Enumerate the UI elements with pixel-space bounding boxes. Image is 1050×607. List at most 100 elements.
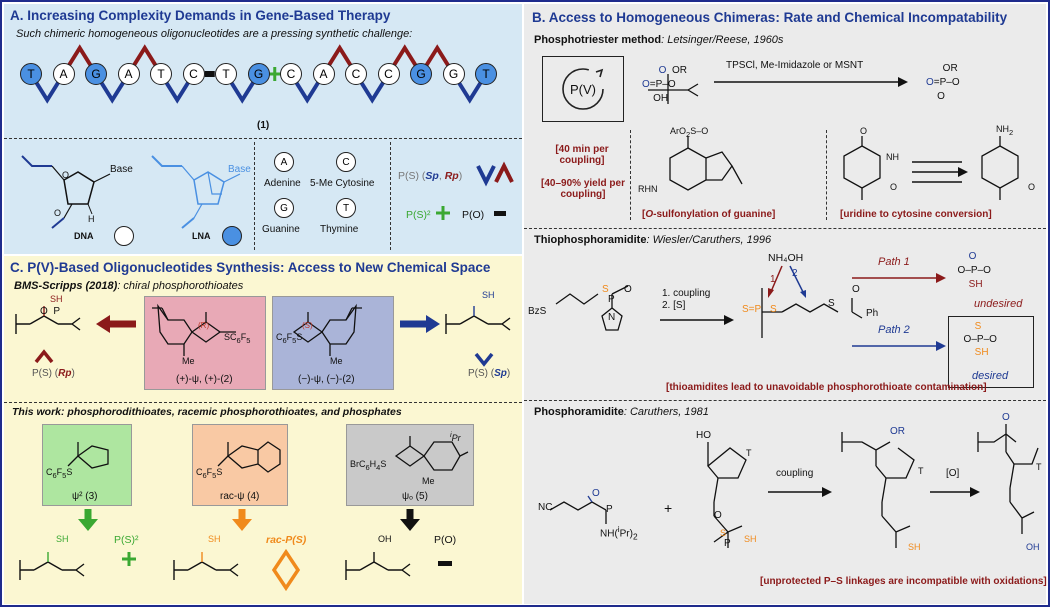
thiophos-intermediate — [761, 288, 863, 338]
psi-plus-me: Me — [182, 356, 195, 366]
rhn-label: RHN — [638, 184, 658, 194]
path2-arrow — [852, 341, 946, 351]
psi-plus-label: (+)-ψ, (+)-(2) — [176, 374, 233, 385]
panel-a-title: A. Increasing Complexity Demands in Gene… — [10, 8, 391, 23]
panel-b-vdivider-2 — [826, 130, 827, 220]
psi-o-ipr: iPr — [450, 430, 461, 443]
ps2-legend-icon — [436, 206, 450, 220]
sequence-bead: G — [247, 63, 270, 85]
psi-o-structure — [394, 436, 469, 471]
uridine-o: O — [860, 126, 868, 136]
desired-label: desired — [972, 370, 1009, 382]
coupling-steps-1: 1. coupling — [662, 288, 711, 299]
nucleoside-p: P — [724, 538, 731, 549]
sp-rp-legend-icon — [476, 161, 514, 187]
amidite-p: P — [606, 504, 613, 515]
sequence-bead: G — [410, 63, 432, 85]
dna-label: DNA — [74, 231, 94, 241]
po-product-oh: OH — [378, 534, 392, 544]
path1-product: O O–P–O SH — [957, 251, 991, 290]
phosphoramidite-header: Phosphoramidite: Caruthers, 1981 — [534, 406, 709, 418]
sequence-bead: T — [475, 63, 497, 85]
panel-a — [4, 4, 522, 254]
guanine-circle: G — [274, 198, 294, 218]
dna-legend-circle — [114, 226, 134, 246]
panel-b-divider-1 — [524, 228, 1046, 229]
guanine-sulfonyl-structure — [669, 136, 743, 191]
rac-psi-box — [192, 424, 288, 506]
psi-minus-label: (−)-ψ, (−)-(2) — [298, 374, 355, 385]
time-note: [40 min per coupling] — [555, 144, 609, 166]
lna-base-label: Base — [228, 164, 251, 175]
panel-b-divider-2 — [524, 400, 1046, 401]
panel-a-vdivider-1 — [254, 142, 255, 250]
intermediate-s2: S — [828, 298, 835, 309]
path1-label: Path 1 — [878, 256, 910, 268]
path-number-1: 1 — [770, 274, 776, 285]
guanine-label: Guanine — [262, 224, 300, 235]
rp-p-atom: O P — [40, 306, 61, 317]
path-number-2: 2 — [792, 268, 798, 279]
adenine-circle: A — [274, 152, 294, 172]
sp-wedge-icon — [474, 352, 494, 367]
path1-arrow — [852, 273, 946, 283]
coupled-sh: SH — [908, 542, 921, 552]
sequence-bead: G — [442, 63, 465, 85]
lna-legend-circle — [222, 226, 242, 246]
sequence-bead: A — [52, 63, 75, 85]
ps2-product-sh: SH — [56, 534, 69, 544]
sp-sh: SH — [482, 290, 495, 300]
coupled-t: T — [918, 466, 924, 476]
rp-label: P(S) (Rp) — [32, 368, 75, 379]
dna-o-label: O — [54, 208, 62, 218]
nucleoside-ho: HO — [696, 430, 711, 441]
sulfonylation-note: [O-sulfonylation of guanine] — [642, 209, 776, 220]
desired-box — [948, 316, 1034, 388]
lna-sugar-structure — [151, 155, 241, 229]
reaction-arrow-1 — [714, 77, 908, 87]
rp-wedge-icon — [34, 349, 54, 364]
path2-product: S O–P–O SH — [963, 321, 997, 358]
thymine-label: Thymine — [320, 224, 359, 235]
thiophos-p: P — [608, 294, 615, 305]
pv-label: P(V) — [570, 82, 596, 97]
dna-o-label: O — [62, 170, 70, 180]
path-arrows-nh4oh — [768, 265, 806, 298]
psi-minus-s: (S) — [302, 321, 313, 330]
coupling-steps-2: 2. [S] — [662, 300, 686, 311]
arrow-left-red — [96, 315, 136, 333]
ps2-product-icon — [122, 552, 136, 566]
sp-product-structure — [445, 306, 511, 334]
adenine-label: Adenine — [264, 178, 301, 189]
dna-sugar-structure — [21, 155, 111, 229]
thioamidite-note: [thioamidites lead to unavoidable phosph… — [666, 382, 987, 393]
arrow-down-black — [400, 509, 420, 531]
oxidation-label: [O] — [946, 468, 960, 479]
thiophos-arrow — [660, 315, 734, 325]
coupling-label: coupling — [776, 468, 814, 479]
psi2-structure — [67, 442, 109, 469]
phosphotriester-product-text: OR O=P–O O — [926, 63, 960, 102]
psi2-product-label: P(S)² — [114, 534, 139, 546]
undesired-label: undesired — [974, 298, 1023, 310]
intermediate-s-double: S=P — [742, 304, 762, 315]
sequence-bead: C — [182, 63, 205, 85]
phosphotriester-reactant-text: O OR O=P–O OH — [642, 65, 688, 104]
pv-box — [542, 56, 624, 122]
psi-minus-structure — [292, 303, 362, 356]
arrow-right-blue — [400, 315, 440, 333]
cytosine-structure — [981, 136, 1019, 200]
uridine-structure — [843, 136, 881, 200]
panel-a-subtitle: Such chimeric homogeneous oligonucleotid… — [16, 28, 413, 40]
cytosine-label: 5-Me Cytosine — [310, 178, 375, 189]
sequence-bead: C — [377, 63, 400, 85]
po-linkage — [204, 71, 215, 77]
psi-minus-me: Me — [330, 356, 343, 366]
oxidation-arrow — [930, 487, 980, 497]
psi-plus-r: (R) — [198, 321, 210, 330]
nucleoside-s: S — [720, 528, 727, 538]
po-product-label: P(O) — [434, 534, 457, 546]
psi2-c6f5s: C6F5S — [46, 467, 73, 480]
po-legend-icon — [494, 211, 506, 216]
